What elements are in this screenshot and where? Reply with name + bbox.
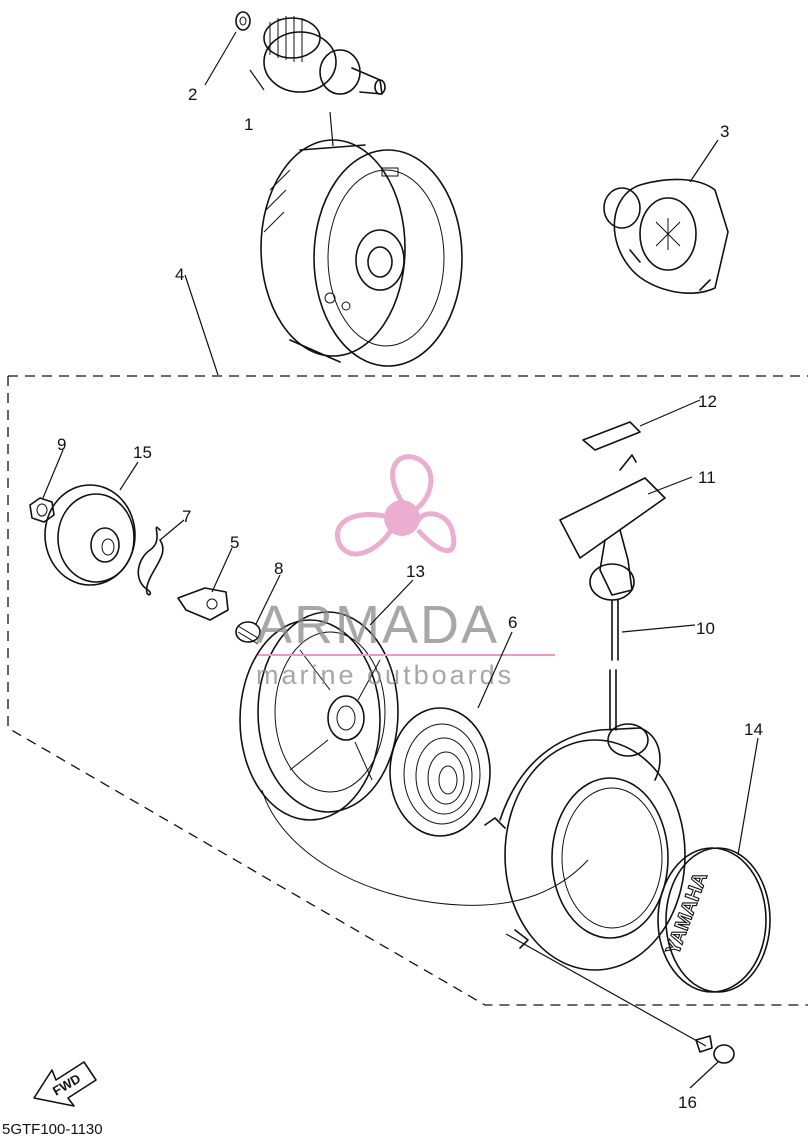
part-5-ratchet-pawl[interactable]: [177, 587, 229, 621]
fwd-arrow: FWD: [33, 1061, 97, 1107]
callout-6: 6: [508, 613, 517, 632]
cover-brand-text: YAMAHA: [662, 869, 712, 957]
leader-lines: [42, 31, 759, 1089]
part-11-starter-handle[interactable]: [559, 454, 666, 601]
callout-15: 15: [133, 443, 152, 462]
part-7-spring[interactable]: [137, 526, 164, 596]
callout-10: 10: [696, 619, 715, 638]
propeller-blade-right: [415, 511, 457, 554]
callout-8: 8: [274, 559, 283, 578]
callout-1: 1: [244, 115, 253, 134]
callout-5: 5: [230, 533, 239, 552]
callout-13: 13: [406, 562, 425, 581]
callout-4: 4: [175, 265, 184, 284]
part-16-bolt[interactable]: [695, 1035, 735, 1064]
starter-rope: [261, 789, 589, 906]
part-8-spring[interactable]: [235, 621, 261, 645]
callout-7: 7: [182, 507, 191, 526]
callout-12: 12: [698, 392, 717, 411]
watermark-tagline: marine outboards: [256, 660, 514, 690]
diagram-code: 5GTF100-1130: [2, 1121, 103, 1138]
part-14-yamaha-cover[interactable]: YAMAHA: [657, 847, 771, 993]
callout-16: 16: [678, 1093, 697, 1112]
part-13-sheave-drum[interactable]: [239, 611, 399, 821]
armada-propeller-logo: [335, 454, 457, 557]
part-12-handle-insert[interactable]: [582, 421, 641, 451]
callout-9: 9: [57, 435, 66, 454]
callout-2: 2: [188, 85, 197, 104]
watermark-brand: ARMADA: [256, 595, 499, 655]
propeller-blade-left: [335, 512, 395, 557]
part-15-friction-plate[interactable]: [44, 484, 136, 586]
propeller-blade-top: [390, 454, 434, 515]
callout-3: 3: [720, 122, 729, 141]
assembly-boundary: [7, 375, 808, 1006]
callout-14: 14: [744, 720, 763, 739]
part-2-washer[interactable]: [235, 11, 251, 31]
fwd-label: FWD: [50, 1071, 83, 1099]
part-3-drive-plate[interactable]: [603, 178, 729, 294]
part-10-starter-rope[interactable]: [609, 599, 619, 731]
callout-11: 11: [698, 468, 716, 487]
part-9-nut[interactable]: [29, 497, 55, 523]
part-1-starter-pinion[interactable]: [263, 16, 386, 95]
starter-case[interactable]: [484, 723, 686, 971]
part-4-flywheel[interactable]: [260, 139, 463, 367]
propeller-hub: [384, 500, 420, 536]
part-6-recoil-spring[interactable]: [389, 707, 491, 837]
